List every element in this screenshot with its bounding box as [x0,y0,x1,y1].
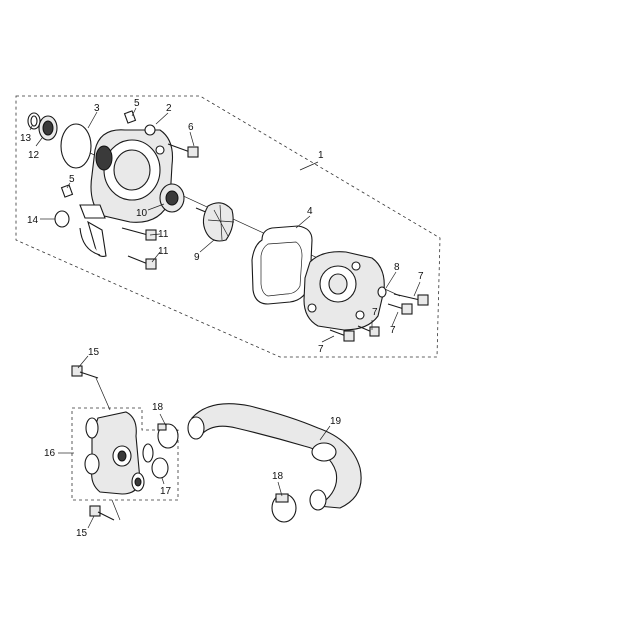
part-11-bolt-upper [121,227,157,241]
callout-15-upper: 15 [88,347,100,358]
part-7-bolt-d [329,329,355,342]
callout-9: 9 [194,252,200,263]
callout-7-a: 7 [418,271,424,282]
callout-19: 19 [330,416,342,427]
part-19-hose [187,403,362,511]
callout-8: 8 [394,262,400,273]
part-9-impeller [195,202,235,242]
callout-18-lower: 18 [272,471,284,482]
part-5-pin-lower [60,184,74,198]
callout-16: 16 [44,448,56,459]
part-15-bolt-upper [71,365,99,379]
leader-lines [29,107,421,529]
assembly-1-outline [15,95,441,358]
callout-5-lower: 5 [69,174,75,185]
part-8-washer [377,286,387,298]
callout-11-lower: 11 [158,246,169,257]
callout-13: 13 [20,133,32,144]
part-13-ring [27,112,41,130]
callout-4: 4 [307,206,313,217]
callout-7-d: 7 [318,344,324,355]
part-18-clamp-lower [271,493,297,523]
part-14-o-ring [54,210,70,228]
callout-3: 3 [94,103,100,114]
callout-2: 2 [166,103,172,114]
part-10-bearing [159,183,185,213]
part-2-pump-body [79,124,174,257]
part-7-bolt-b [387,303,413,315]
callout-10: 10 [136,208,148,219]
callout-1: 1 [318,150,324,161]
pump-cover [303,251,385,331]
callout-18-upper: 18 [152,402,164,413]
callout-5-upper: 5 [134,98,140,109]
callout-6: 6 [188,122,194,133]
part-18-clamp-upper [157,423,179,449]
part-12-seal [38,115,58,141]
callout-12: 12 [28,150,40,161]
part-17-o-ring [151,457,169,479]
part-16-thermostat-housing [84,411,154,495]
callout-15-lower: 15 [76,528,88,539]
assembly-16-outline [71,407,179,501]
part-7-bolt-c [357,325,380,337]
part-15-bolt-lower [89,505,115,521]
callout-7-c: 7 [390,325,396,336]
part-11-bolt-lower [127,255,157,270]
part-3-o-ring [60,123,92,169]
callout-14: 14 [27,215,39,226]
part-6-bolt [167,143,199,158]
callout-11-upper: 11 [158,229,169,240]
callout-7-b: 7 [372,307,378,318]
callout-17: 17 [160,486,172,497]
part-7-bolt-a [393,293,429,306]
part-4-gasket [251,225,313,305]
